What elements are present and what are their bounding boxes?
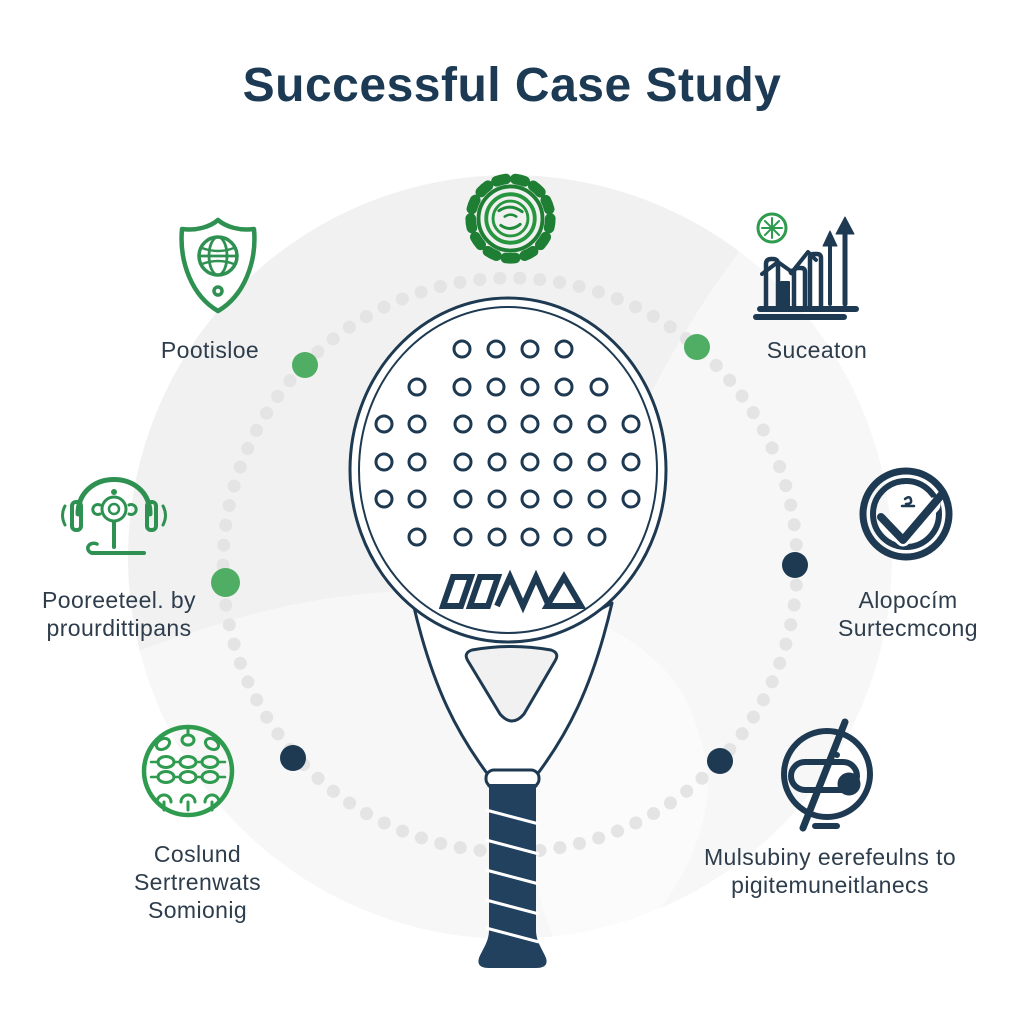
shield-globe-icon	[172, 214, 264, 316]
ring-accent-dot-green	[292, 352, 318, 378]
label-bottom-left: Coslund Sertrenwats Somionig	[133, 841, 262, 923]
ring-accent-dot-green	[211, 568, 240, 597]
ring-accent-dot-navy	[707, 748, 733, 774]
leaf-sphere-icon	[139, 722, 237, 820]
label-mid-right: Alopocím Surtecmcong	[838, 587, 978, 641]
label-bottom-right: Mulsubiny eerefeulns to pigitemuneitlane…	[703, 844, 957, 898]
label-top-right: Suceaton	[766, 337, 868, 363]
gear-globe-icon	[462, 170, 559, 267]
chain-link-icon	[777, 718, 881, 834]
ring-accent-dot-navy	[280, 745, 306, 771]
racket-logo	[438, 569, 587, 614]
label-mid-left: Pooreeteel. by prourdittipans	[42, 587, 196, 641]
racket-holes	[374, 339, 641, 547]
check-badge-icon	[857, 465, 955, 563]
growth-chart-icon	[752, 212, 864, 324]
ring-accent-dot-navy	[782, 552, 808, 578]
page-title: Successful Case Study	[242, 59, 782, 112]
headset-support-icon	[52, 452, 176, 568]
label-top-left: Pootisloe	[160, 337, 260, 363]
ring-accent-dot-green	[684, 334, 710, 360]
